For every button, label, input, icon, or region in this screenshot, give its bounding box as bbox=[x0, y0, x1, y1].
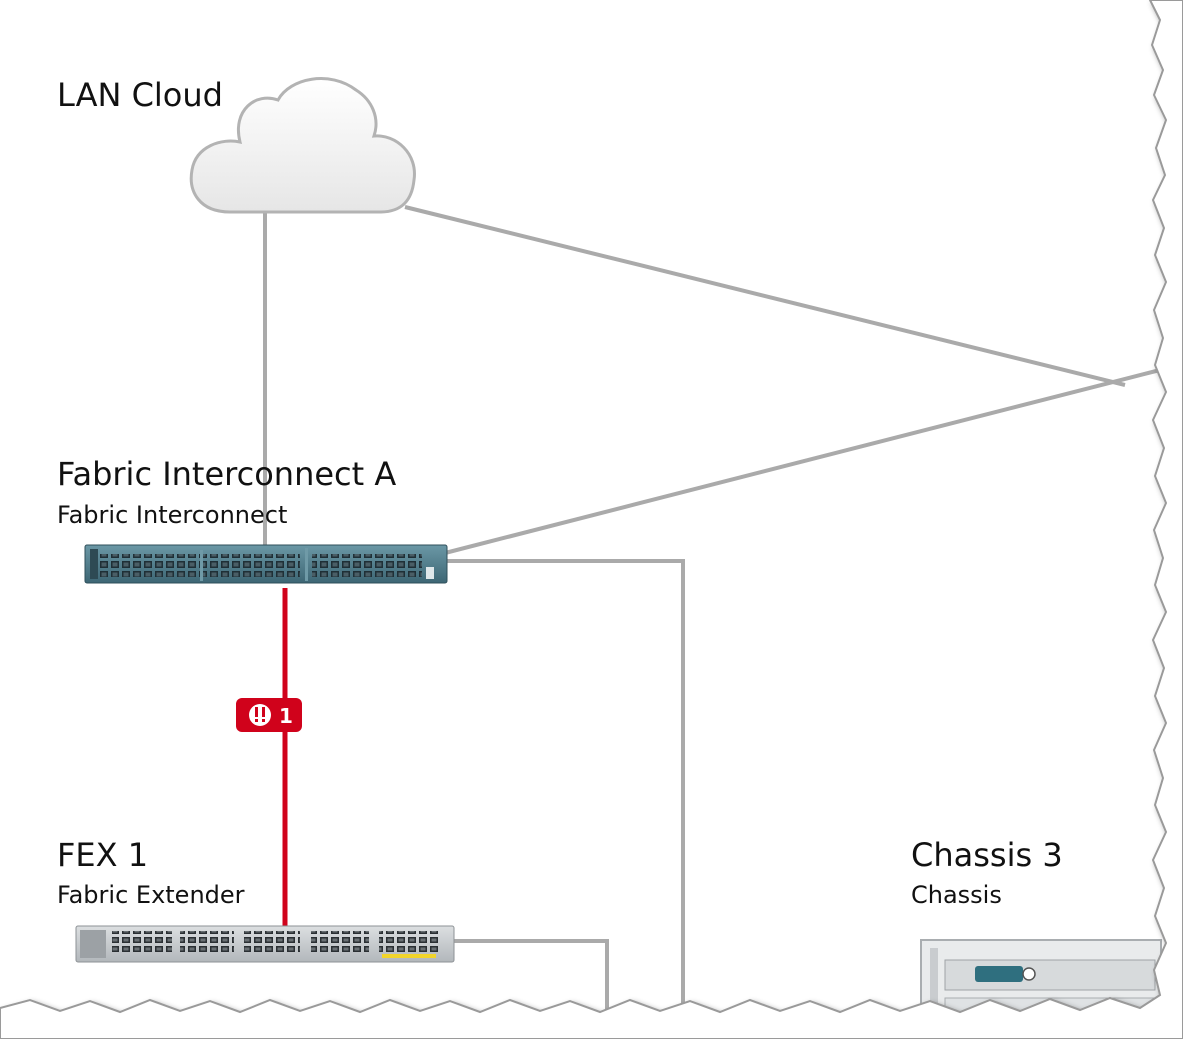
lan-cloud-title: LAN Cloud bbox=[57, 76, 223, 114]
link-fex-to-chassis[interactable] bbox=[454, 939, 609, 1039]
link-fabric-a-to-chassis[interactable] bbox=[447, 559, 685, 1039]
alert-badge[interactable]: 1 bbox=[236, 698, 302, 732]
fabric-extender-icon[interactable] bbox=[75, 925, 455, 963]
chassis-subtitle: Chassis bbox=[911, 881, 1002, 909]
alert-count: 1 bbox=[279, 704, 293, 728]
critical-alert-icon bbox=[249, 704, 271, 726]
fabric-interconnect-title: Fabric Interconnect A bbox=[57, 455, 397, 493]
fex-subtitle: Fabric Extender bbox=[57, 881, 245, 909]
link-fabric-a-to-offscreen[interactable] bbox=[444, 368, 1161, 555]
fex-title: FEX 1 bbox=[57, 836, 149, 874]
link-cloud-to-offscreen[interactable] bbox=[404, 205, 1126, 387]
chassis-title: Chassis 3 bbox=[911, 836, 1063, 874]
lan-cloud-icon[interactable] bbox=[189, 77, 416, 214]
fabric-interconnect-subtitle: Fabric Interconnect bbox=[57, 501, 288, 529]
fabric-interconnect-icon[interactable] bbox=[84, 544, 448, 584]
